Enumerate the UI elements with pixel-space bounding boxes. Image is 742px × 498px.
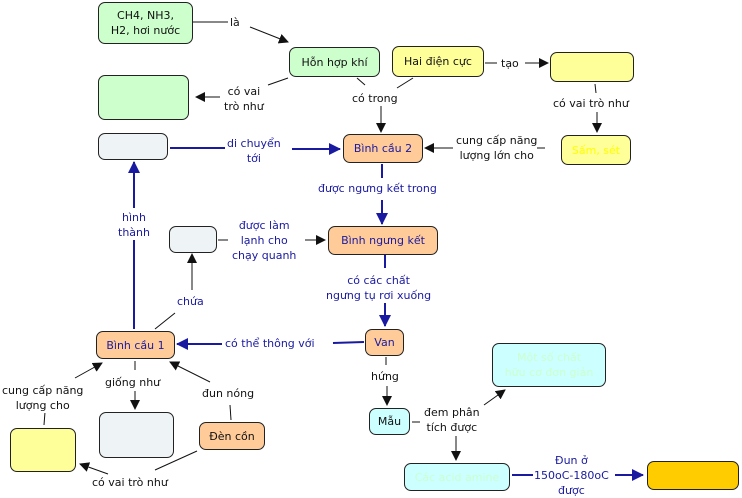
node-unknown-grey-mid[interactable] <box>169 226 217 253</box>
node-condenser[interactable]: Bình ngưng kết <box>328 226 438 255</box>
link-supplies-energy: cung cấp năng lượng cho <box>2 383 84 413</box>
node-unknown-grey-bottom[interactable] <box>99 412 174 458</box>
link-formed: hình thành <box>118 210 150 240</box>
link-plays-role-3: có vai trò như <box>92 475 168 490</box>
node-flask-2[interactable]: Bình cầu 2 <box>343 134 423 163</box>
link-condensed-in: được ngưng kết trong <box>318 181 437 196</box>
node-unknown-grey-top[interactable] <box>98 133 168 160</box>
link-heats: đun nóng <box>202 386 255 401</box>
link-plays-role-1: có vai trò như <box>224 84 264 114</box>
node-valve[interactable]: Van <box>365 329 404 356</box>
node-amino-acids[interactable]: Các acid amine <box>404 463 510 491</box>
node-simple-organics[interactable]: Một số chất hữu cơ đơn giản <box>492 343 606 387</box>
node-gas-mixture[interactable]: Hỗn hợp khí <box>289 47 380 77</box>
link-catches: hứng <box>371 369 399 384</box>
node-unknown-green-left[interactable] <box>98 75 189 120</box>
link-connects: có thể thông với <box>225 336 315 351</box>
link-analyzed: đem phân tích được <box>424 405 480 435</box>
link-drops: có các chất ngưng tụ rơi xuống <box>326 273 432 303</box>
link-plays-role-2: có vai trò như <box>553 96 629 111</box>
link-contains: chứa <box>177 294 204 309</box>
node-unknown-gold[interactable] <box>647 461 739 490</box>
link-is: là <box>230 15 240 30</box>
link-creates: tạo <box>501 56 519 71</box>
link-moves-to: di chuyển tới <box>227 136 281 166</box>
node-unknown-yellow-bottom[interactable] <box>10 428 76 472</box>
link-supplies-energy-large: cung cấp năng lượng lớn cho <box>456 133 538 163</box>
node-two-electrodes[interactable]: Hai điện cực <box>392 46 484 77</box>
node-flask-1[interactable]: Bình cầu 1 <box>96 331 175 359</box>
link-heated-at: Đun ở 150oC-180oC được <box>534 453 609 498</box>
node-gases[interactable]: CH4, NH3, H2, hơi nước <box>98 2 193 44</box>
link-contained-in: có trong <box>352 91 398 106</box>
node-alcohol-lamp[interactable]: Đèn cồn <box>199 422 265 450</box>
link-cooled: được làm lạnh cho chạy quanh <box>232 218 297 263</box>
node-sample[interactable]: Mẫu <box>369 408 410 435</box>
node-unknown-yellow-top[interactable] <box>550 52 634 82</box>
link-like: giống như <box>105 375 161 390</box>
node-thunder-lightning[interactable]: Sấm, sét <box>561 135 631 165</box>
